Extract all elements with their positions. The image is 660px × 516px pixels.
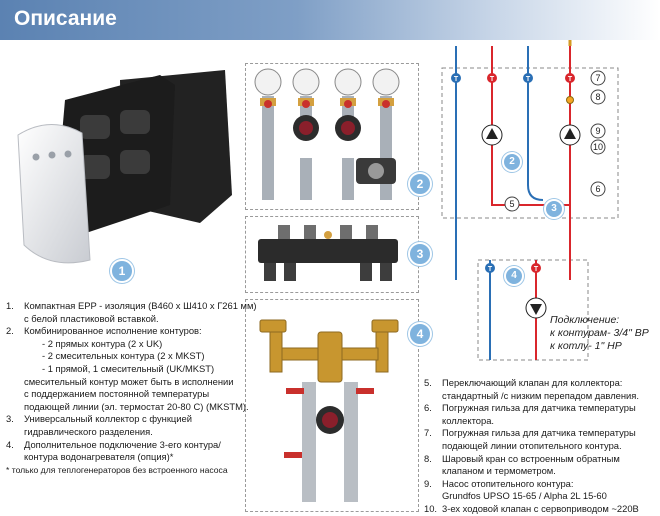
flow-badge-3: 3 [544, 199, 564, 219]
connection-circuits: к контурам- 3/4" ВР [550, 327, 649, 339]
left-feature-list: 1.Компактная EPP - изоляция (В460 х Ш410… [6, 300, 257, 475]
list-item: 2.Комбинированное исполнение контуров: [6, 325, 202, 337]
pump-module-box [245, 63, 419, 210]
flow-badge-4: 4 [504, 266, 524, 286]
badge-3: 3 [408, 242, 432, 266]
connection-title: Подключение: [550, 314, 620, 326]
list-item: 7.Погружная гильза для датчика температу… [424, 427, 636, 439]
page-title: Описание [14, 7, 117, 30]
callout-6: 6 [595, 184, 600, 194]
connection-note: Подключение: к контурам- 3/4" ВР к котлу… [550, 314, 649, 353]
callout-8: 8 [595, 92, 600, 102]
list-item: 9.Насос отопительного контура: [424, 477, 574, 489]
list-item: 1.Компактная EPP - изоляция (В460 х Ш410… [6, 300, 257, 311]
pump-module-illustration [254, 68, 400, 200]
badge-2: 2 [408, 172, 432, 196]
sensor-label: T [568, 76, 573, 83]
callout-5: 5 [509, 199, 514, 209]
badge-4: 4 [408, 322, 432, 346]
callout-markers: 7 8 9 10 6 5 [504, 70, 606, 212]
list-item: 5.Переключающий клапан для коллектора: [424, 377, 623, 388]
hydraulic-scheme: T T T T T T [441, 40, 619, 361]
sensor-label: T [534, 266, 539, 273]
list-item: 4.Дополнительное подключение 3-его конту… [6, 438, 221, 450]
callout-10: 10 [593, 142, 603, 152]
flow-badge-2: 2 [502, 152, 522, 172]
sensor-label: T [488, 266, 493, 273]
right-feature-list: 5.Переключающий клапан для коллектора: с… [424, 377, 656, 516]
list-item: 10.3-ех ходовой клапан с сервоприводом ~… [424, 502, 639, 514]
connection-boiler: к котлу- 1" НР [550, 340, 622, 352]
insulation-box-illustration [17, 70, 232, 264]
list-item: 6.Погружная гильза для датчика температу… [424, 402, 636, 414]
extra-circuit-illustration [259, 319, 399, 502]
list-item: 3.Универсальный коллектор с функцией [6, 413, 192, 425]
sensor-label: T [526, 76, 531, 83]
callout-9: 9 [595, 126, 600, 136]
callout-7: 7 [595, 73, 600, 83]
footnote: * только для теплогенераторов без встрое… [6, 464, 228, 475]
badge-1: 1 [110, 259, 134, 283]
sensor-label: T [454, 76, 459, 83]
list-item: 8.Шаровый кран со встроенным обратным [424, 452, 620, 464]
page-header: Описание [0, 0, 660, 40]
manifold-illustration [258, 225, 398, 281]
sensor-label: T [490, 76, 495, 83]
extra-circuit-box [245, 299, 419, 512]
